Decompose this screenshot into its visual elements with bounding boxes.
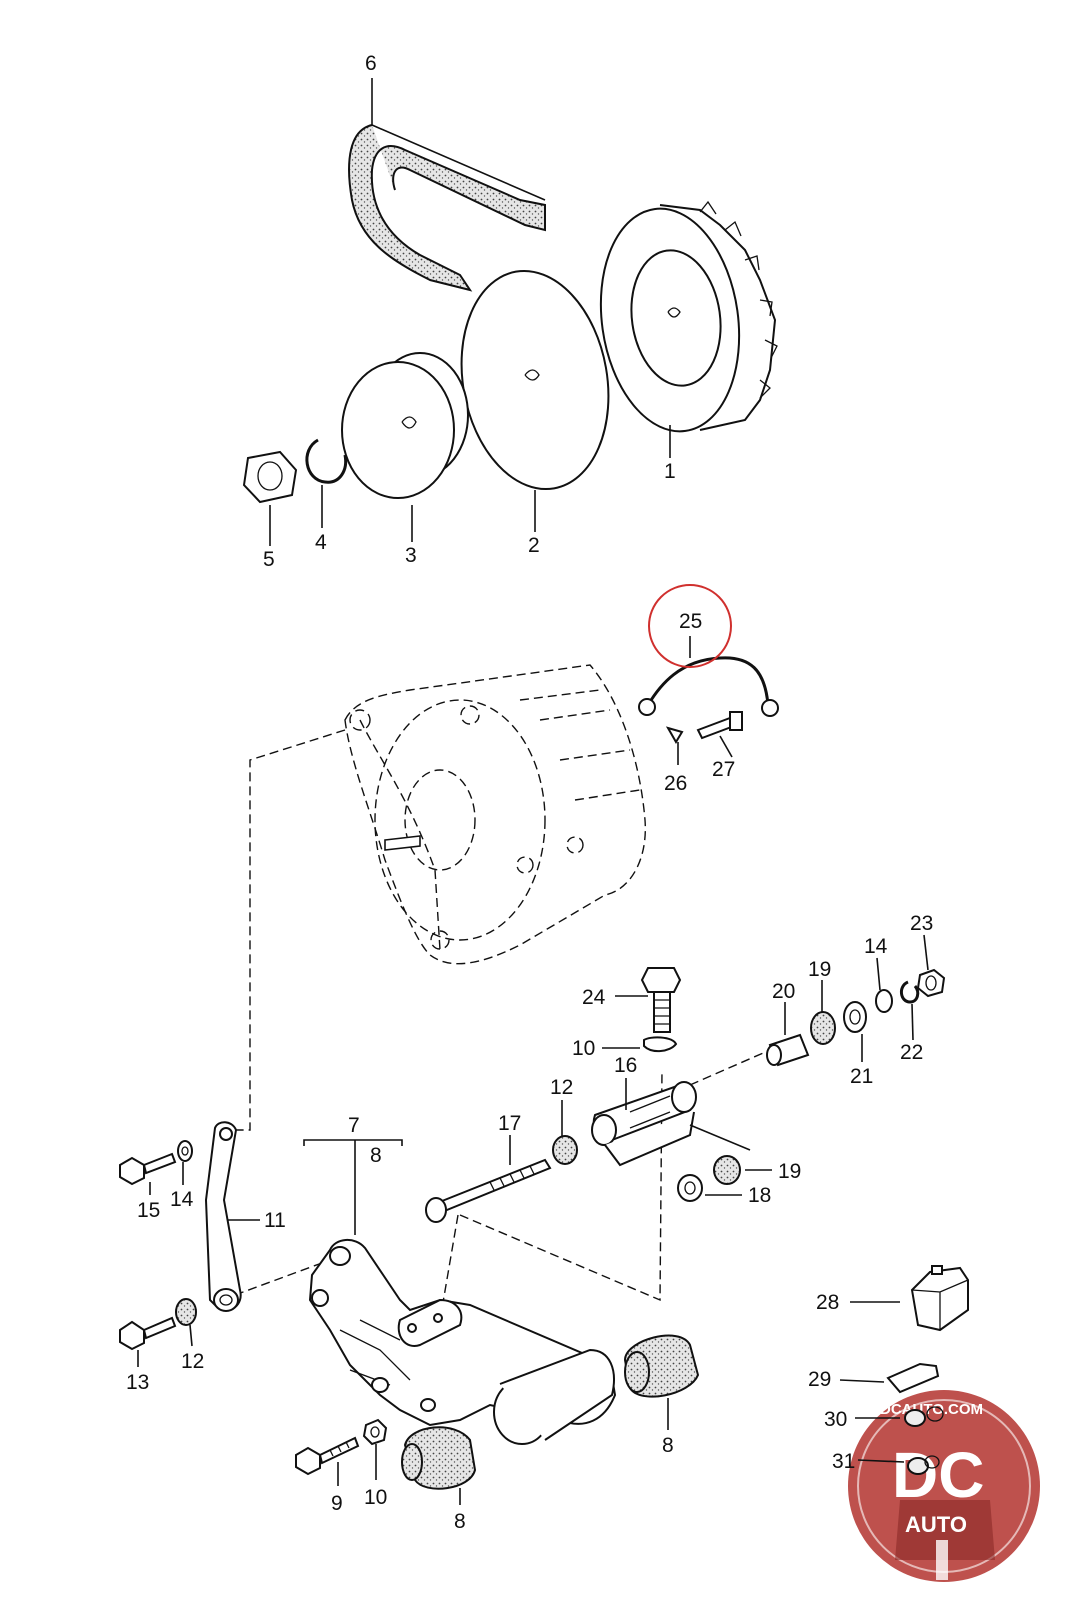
callout-8-top: 8 <box>370 1144 382 1167</box>
washer-10a <box>643 1036 678 1052</box>
bushing-12a <box>552 1135 578 1165</box>
callout-27: 27 <box>712 758 735 781</box>
callout-10-upper: 10 <box>572 1037 595 1060</box>
assembly-lines <box>234 729 771 1321</box>
callout-23: 23 <box>910 912 933 935</box>
bushing-12b <box>175 1298 197 1326</box>
watermark-logo-word: AUTO <box>905 1512 967 1537</box>
callout-14-upper: 14 <box>864 935 888 958</box>
washer-26 <box>665 726 684 744</box>
pulley-1 <box>599 200 778 433</box>
callout-8-right: 8 <box>662 1434 674 1457</box>
callout-18: 18 <box>748 1184 771 1207</box>
callout-7: 7 <box>348 1114 360 1137</box>
callout-31: 31 <box>832 1450 855 1473</box>
callout-17: 17 <box>498 1112 521 1135</box>
bearing-19b <box>713 1155 741 1185</box>
bolt-27 <box>696 711 743 740</box>
drive-belt <box>348 124 546 292</box>
bracket-7-label <box>303 1139 403 1235</box>
watermark-site-text: DCAUTO.COM <box>880 1401 983 1418</box>
callout-25: 25 <box>679 610 702 633</box>
callout-22: 22 <box>900 1041 923 1064</box>
dcauto-watermark: DCAUTO.COM DC AUTO <box>848 1390 1040 1582</box>
relay-28 <box>910 1265 969 1332</box>
callout-6: 6 <box>365 52 377 75</box>
fuse-31 <box>907 1455 940 1475</box>
callout-11: 11 <box>264 1209 286 1232</box>
nut-23 <box>916 968 946 998</box>
callout-19-lower: 19 <box>778 1160 801 1183</box>
washer-14b <box>177 1140 193 1162</box>
washer-14a <box>875 989 893 1013</box>
bolt-17 <box>425 1158 552 1223</box>
bolt-15 <box>119 1152 177 1186</box>
leader-lines-top <box>269 78 671 546</box>
circlip-4 <box>305 438 348 484</box>
callout-26: 26 <box>664 772 687 795</box>
connector-29 <box>886 1362 940 1394</box>
callout-4: 4 <box>315 531 327 554</box>
link-rod-11 <box>204 1121 242 1312</box>
alternator-outline <box>344 664 647 965</box>
callout-12-upper: 12 <box>550 1076 573 1099</box>
callout-21: 21 <box>850 1065 873 1088</box>
sleeve-20 <box>766 1033 810 1067</box>
leader-lines-tensioner <box>509 934 929 1196</box>
callout-16: 16 <box>614 1054 637 1077</box>
highlight-circle <box>648 584 732 668</box>
callout-2: 2 <box>528 534 540 557</box>
callout-3: 3 <box>405 544 417 567</box>
callout-19-upper: 19 <box>808 958 831 981</box>
bearing-19a <box>810 1011 836 1045</box>
bushing-8-lower <box>401 1426 477 1490</box>
tensioner-16 <box>591 1081 697 1167</box>
washer-10b <box>362 1418 388 1446</box>
bolt-13 <box>119 1316 177 1351</box>
callout-20: 20 <box>772 980 795 1003</box>
watermark-logo-letters: DC <box>892 1439 984 1511</box>
fuse-30 <box>904 1406 944 1427</box>
callout-14-lower: 14 <box>170 1188 194 1211</box>
lockwasher-22 <box>900 980 920 1004</box>
nut-5 <box>242 450 298 504</box>
callout-24: 24 <box>582 986 606 1009</box>
callout-13: 13 <box>126 1371 149 1394</box>
disc-2 <box>460 269 610 491</box>
callout-29: 29 <box>808 1368 831 1391</box>
callout-1: 1 <box>664 460 676 483</box>
leader-lines-lower <box>137 1162 669 1505</box>
callout-12-lower: 12 <box>181 1350 204 1373</box>
pulley-3 <box>341 352 469 499</box>
washer-18 <box>677 1174 703 1202</box>
callout-5: 5 <box>263 548 275 571</box>
spacer-21 <box>843 1001 867 1033</box>
callout-30: 30 <box>824 1408 847 1431</box>
bushing-8-right <box>623 1334 700 1398</box>
mounting-bracket <box>308 1239 617 1445</box>
callout-28: 28 <box>816 1291 839 1314</box>
bolt-9 <box>295 1436 360 1476</box>
callout-15: 15 <box>137 1199 160 1222</box>
callout-9: 9 <box>331 1492 343 1515</box>
bolt-24 <box>640 967 682 1033</box>
callout-8-lower: 8 <box>454 1510 466 1533</box>
callout-10-lower: 10 <box>364 1486 387 1509</box>
ground-cable-25 <box>638 656 779 717</box>
